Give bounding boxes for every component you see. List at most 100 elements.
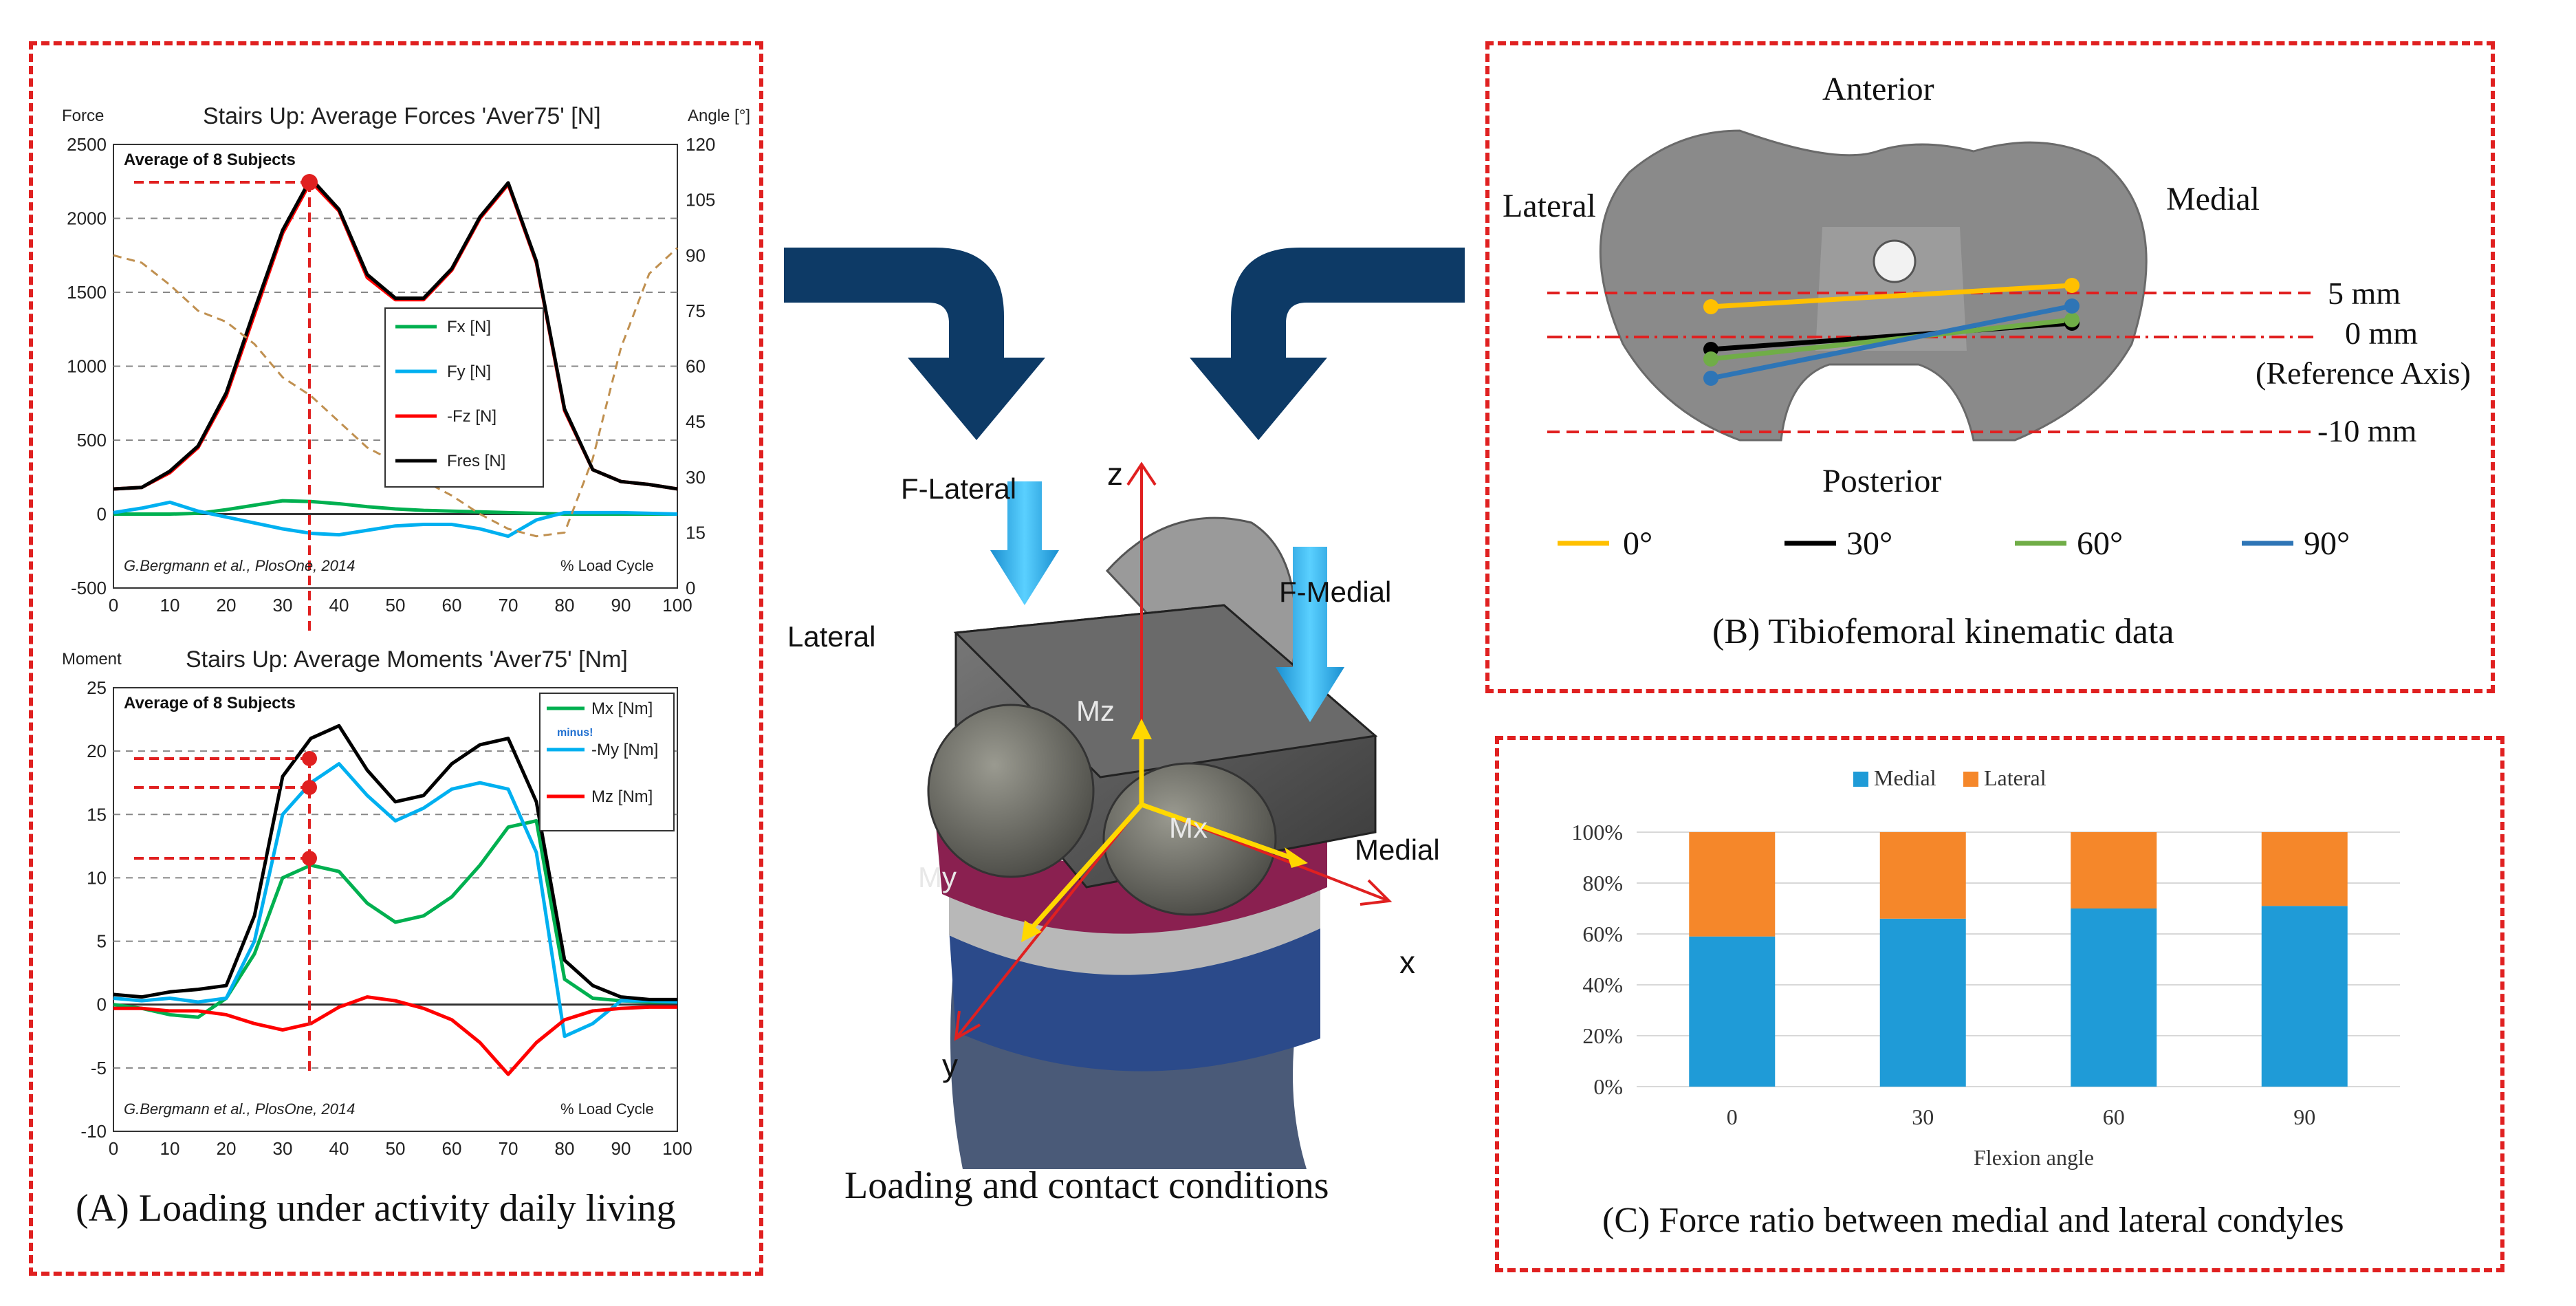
force-chart-x-caption: % Load Cycle [560, 557, 654, 574]
moment-xtick: 20 [217, 1138, 237, 1159]
panel-a-caption: (A) Loading under activity daily living [76, 1187, 676, 1230]
force-y2tick: 30 [686, 467, 706, 488]
f-lateral-arrow [990, 481, 1059, 605]
moment-legend-mx: Mx [Nm] [591, 699, 653, 718]
force-chart-citation: G.Bergmann et al., PlosOne, 2014 [124, 557, 355, 574]
panel-b-medial: Medial [2166, 181, 2260, 217]
bar-legend-medial: Medial [1874, 765, 1936, 790]
force-y2tick: 15 [686, 522, 706, 543]
panel-c-frame [1495, 736, 2504, 1272]
moment-ytick: 15 [87, 804, 107, 825]
label-axis-z: z [1107, 456, 1123, 492]
moment-marker-mx [302, 851, 317, 866]
panel-b-lateral: Lateral [1503, 188, 1596, 224]
panel-a-frame [29, 41, 763, 1276]
force-legend: Fx [N] Fy [N] -Fz [N] Fres [N] [384, 307, 544, 488]
bar-ytick: 0% [1593, 1074, 1623, 1099]
moment-xtick: 10 [160, 1138, 180, 1159]
moment-chart: Moment Stairs Up: Average Moments 'Aver7… [62, 646, 692, 1159]
moment-xtick: 90 [611, 1138, 631, 1159]
legend-0deg: 0° [1623, 525, 1652, 562]
force-y2tick: 90 [686, 245, 706, 265]
bar-legend: Medial Lateral [1853, 765, 2046, 790]
moment-xtick: 40 [329, 1138, 349, 1159]
label-mx: Mx [1169, 812, 1208, 844]
label-f-medial: F-Medial [1279, 576, 1391, 608]
panel-b-anterior: Anterior [1822, 71, 1934, 107]
moment-arrows [1029, 732, 1294, 930]
panel-b-frame [1485, 41, 2495, 693]
bar-medial-30 [1879, 918, 1966, 1087]
legend-90deg: 90° [2304, 525, 2350, 562]
force-y2tick: 75 [686, 301, 706, 321]
bar-ytick: 20% [1582, 1023, 1623, 1048]
moment-series--my-nm- [113, 762, 678, 1038]
knee-model: F-Lateral F-Medial Lateral Medial Mz Mx … [787, 456, 1440, 1169]
line-label-minus10mm: -10 mm [2317, 413, 2417, 448]
force-legend-fy: Fy [N] [447, 362, 491, 381]
kinematic-lines [1710, 283, 2073, 381]
panel-b-caption: (B) Tibiofemoral kinematic data [1712, 612, 2174, 651]
moment-ytick: 0 [97, 994, 107, 1015]
force-chart: Force Stairs Up: Average Forces 'Aver75'… [62, 103, 750, 633]
force-y2tick: 105 [686, 190, 715, 210]
force-ytick: -500 [71, 578, 107, 598]
bar-medial-0 [1689, 936, 1776, 1087]
force-xtick: 60 [442, 595, 462, 616]
force-xtick: 80 [555, 595, 575, 616]
moment-ytick: -5 [91, 1058, 107, 1078]
flow-arrow-right [1190, 248, 1465, 440]
moment-series-mres [113, 723, 677, 1001]
moment-marker-my [302, 751, 317, 766]
moment-xtick: 30 [273, 1138, 293, 1159]
force-series-fres-n- [113, 176, 678, 491]
moment-marker-lines [134, 757, 311, 1073]
moment-marker-mres [302, 780, 317, 795]
force-chart-right-axis-label: Angle [°] [688, 107, 750, 125]
force-peak-marker [301, 174, 318, 191]
moment-xtick: 0 [109, 1138, 118, 1159]
force-xtick: 100 [662, 595, 692, 616]
force-ytick: 0 [97, 504, 107, 525]
moment-ytick: 25 [87, 677, 107, 698]
moment-series-mz-nm- [113, 995, 677, 1076]
bar-ytick: 100% [1571, 820, 1623, 845]
bar-xtick: 60 [2103, 1104, 2125, 1129]
bar-legend-lateral: Lateral [1984, 765, 2046, 790]
force-xtick: 30 [273, 595, 293, 616]
panel-b-posterior: Posterior [1822, 463, 1941, 499]
bar-lateral-30 [1879, 832, 1966, 919]
legend-60deg: 60° [2077, 525, 2123, 562]
moment-ytick: 5 [97, 931, 107, 952]
force-chart-title: Stairs Up: Average Forces 'Aver75' [N] [203, 103, 601, 129]
bar-medial-60 [2071, 908, 2157, 1087]
force-series-fy-n- [113, 500, 678, 538]
bar-lateral-60 [2071, 832, 2157, 908]
panel-b-legend: 0° 30° 60° 90° [1558, 525, 2350, 562]
label-medial: Medial [1355, 834, 1440, 866]
force-y2tick: 120 [686, 134, 715, 155]
lateral-condyle [927, 704, 1095, 878]
moment-chart-citation: G.Bergmann et al., PlosOne, 2014 [124, 1100, 355, 1118]
bar-ytick: 80% [1582, 871, 1623, 895]
force-series-angle [113, 247, 679, 538]
bar-lateral-0 [1689, 832, 1776, 937]
f-medial-arrow [1276, 547, 1344, 722]
moment-xtick: 50 [386, 1138, 406, 1159]
bar-xtick: 30 [1912, 1104, 1934, 1129]
moment-xtick: 60 [442, 1138, 462, 1159]
force-xtick: 0 [109, 595, 118, 616]
moment-chart-x-caption: % Load Cycle [560, 1100, 654, 1118]
moment-legend-my: -My [Nm] [591, 741, 658, 759]
force-legend-fres: Fres [N] [447, 452, 505, 470]
kinematic-points [1703, 278, 2080, 386]
force-y2tick: 60 [686, 356, 706, 377]
bar-x-label: Flexion angle [1974, 1145, 2094, 1170]
force-xtick: 20 [217, 595, 237, 616]
moment-ytick: 20 [87, 741, 107, 761]
force-legend-fz: -Fz [N] [447, 407, 496, 426]
panel-c-caption: (C) Force ratio between medial and later… [1602, 1201, 2344, 1240]
label-my: My [918, 861, 957, 893]
bar-medial-90 [2261, 906, 2348, 1087]
